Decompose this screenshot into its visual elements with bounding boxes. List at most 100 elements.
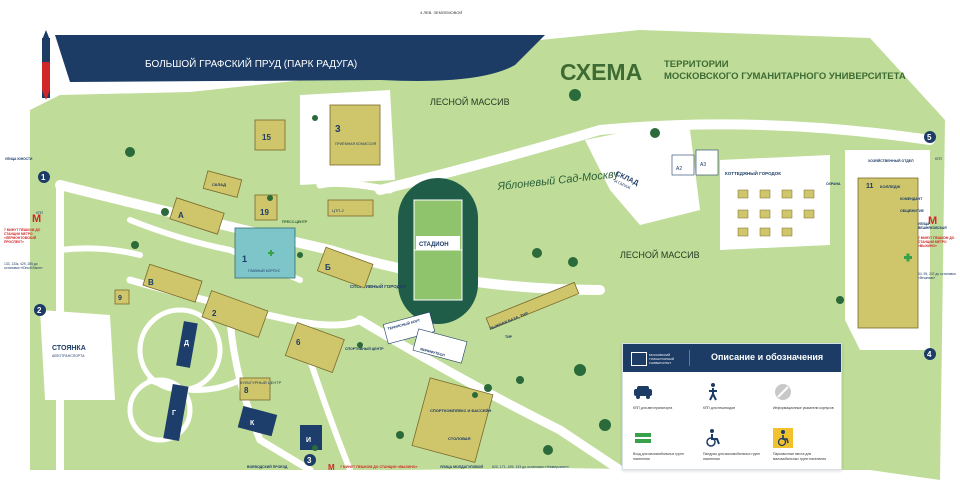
car-icon bbox=[634, 386, 652, 399]
entrance-2-marker[interactable] bbox=[34, 304, 46, 316]
warehouse-zone bbox=[585, 125, 700, 225]
pond-banner bbox=[55, 35, 545, 82]
forest-label-2: ЛЕСНОЙ МАССИВ bbox=[620, 249, 700, 260]
building-9[interactable] bbox=[114, 289, 130, 305]
building-d[interactable] bbox=[176, 321, 198, 368]
label-b1-name: ГЛАВНЫЙ КОРПУС bbox=[248, 269, 281, 273]
building-b[interactable] bbox=[316, 246, 374, 289]
label-gym: ТИР bbox=[505, 335, 513, 339]
label-minifootball: МИНИФУТБОЛ bbox=[420, 347, 446, 358]
parking-sub-label: АВТОТРАНСПОРТА bbox=[52, 354, 85, 358]
building-ski[interactable] bbox=[485, 281, 580, 330]
legend-item-entrance: Вход для маломобильных групп населения bbox=[629, 428, 695, 474]
entrance-5-label: 5 bbox=[927, 133, 932, 142]
building-labels: 3 ПРИЁМНАЯ КОМИССИЯ 15 19 СКЛАД А Б В 2 … bbox=[118, 124, 924, 444]
label-b: Б bbox=[325, 263, 331, 272]
label-b8: 8 bbox=[244, 386, 249, 395]
wheelchair-icon bbox=[706, 429, 720, 447]
legend-item-car: КПП для автотранспорта bbox=[629, 382, 695, 428]
label-campus-dept: ХОЗЯЙСТВЕННЫЙ ОТДЕЛ bbox=[868, 159, 914, 163]
entrances: 1 2 3 4 5 bbox=[34, 131, 936, 466]
building-15[interactable] bbox=[254, 119, 286, 151]
building-sport[interactable] bbox=[411, 377, 494, 463]
parking-label: СТОЯНКА bbox=[52, 345, 86, 352]
compass-south bbox=[42, 62, 50, 90]
legend-text-entrance: Вход для маломобильных групп населения bbox=[633, 452, 684, 461]
label-press: ПРЕСС-ЦЕНТР bbox=[282, 220, 308, 224]
label-sport-center: СПОРТИВНЫЙ ЦЕНТР bbox=[345, 347, 384, 351]
label-b3-name: ПРИЁМНАЯ КОМИССИЯ bbox=[335, 142, 377, 146]
building-i[interactable] bbox=[300, 425, 322, 450]
legend-text-car: КПП для автотранспорта bbox=[633, 406, 673, 410]
label-b9: 9 bbox=[118, 295, 122, 302]
kpp-label-right: КПП bbox=[935, 157, 943, 161]
right-metro-note: 7 МИНУТ ПЕШКОМ ДО СТАНЦИИ МЕТРО «ВЫХИНО» bbox=[918, 236, 955, 248]
legend-item-parking: Парковочные места для маломобильных груп… bbox=[769, 428, 835, 474]
right-bus-note-wrap: 64, 95, 247 до остановки «Вешняки» bbox=[918, 272, 956, 280]
building-8[interactable] bbox=[239, 377, 271, 401]
building-court[interactable] bbox=[382, 311, 436, 345]
entrance-5-marker[interactable] bbox=[924, 131, 936, 143]
road-label-top: 4 ЛЕВ. ЗЕМЛЕМОВОЙ bbox=[420, 10, 462, 15]
metro-icon-bottom: M bbox=[328, 463, 335, 472]
north-arrow-icon bbox=[42, 30, 50, 40]
label-b2: 2 bbox=[212, 309, 217, 318]
left-bus-note-wrap: 133, 133к, 429, 285 до остановки «Юный В… bbox=[4, 262, 43, 270]
trees bbox=[125, 89, 844, 455]
right-bus-note: 64, 95, 247 до остановки «Вешняки» bbox=[918, 272, 956, 280]
building-minifootball[interactable] bbox=[412, 328, 468, 364]
label-d: Д bbox=[184, 340, 189, 347]
map-title: СХЕМА bbox=[560, 59, 642, 85]
cottages bbox=[737, 189, 815, 237]
equal-icon bbox=[635, 433, 651, 443]
building-warehouse-small[interactable] bbox=[202, 170, 243, 198]
label-guard: ОХРАНА bbox=[826, 182, 841, 186]
label-a2: А2 bbox=[676, 166, 682, 172]
label-a3: А3 bbox=[700, 162, 706, 168]
label-b15: 15 bbox=[262, 133, 271, 142]
legend-item-sign: Информационные указатели корпусов bbox=[769, 382, 835, 428]
building-k[interactable] bbox=[237, 405, 278, 437]
label-g: Г bbox=[172, 410, 176, 417]
entrance-3-marker[interactable] bbox=[304, 454, 316, 466]
building-11[interactable] bbox=[857, 177, 919, 329]
buildings-blue bbox=[163, 321, 322, 450]
wheelchair-parking-icon bbox=[773, 428, 793, 448]
building-a3[interactable] bbox=[695, 149, 719, 176]
label-b1: 1 bbox=[242, 254, 247, 264]
label-sport: СПОРТКОМПЛЕКС И БАССЕЙН bbox=[430, 408, 491, 413]
label-a: А bbox=[178, 211, 184, 220]
building-g[interactable] bbox=[163, 384, 189, 441]
building-a[interactable] bbox=[169, 197, 225, 235]
entrance-4-marker[interactable] bbox=[924, 348, 936, 360]
entrance-4-label: 4 bbox=[927, 350, 932, 359]
kpp-label-left: КПП bbox=[36, 211, 44, 215]
plaza-ring-2 bbox=[127, 377, 193, 443]
building-19[interactable] bbox=[254, 194, 278, 221]
label-b11: 11 bbox=[866, 183, 874, 190]
bottom-metro-note: 7 МИНУТ ПЕШКОМ ДО СТАНЦИИ «ВЫХИНО» bbox=[340, 465, 417, 469]
legend-text-ramp: Пандусы для маломобильных групп населени… bbox=[703, 452, 760, 461]
metro-icon-left: M bbox=[32, 213, 41, 225]
label-sklad: СКЛАД bbox=[212, 182, 226, 187]
building-1-main[interactable] bbox=[234, 227, 296, 279]
building-a2[interactable] bbox=[671, 154, 695, 176]
entrance-plus-v bbox=[906, 253, 910, 262]
building-3[interactable] bbox=[329, 104, 381, 166]
legend-text-pedestrian: КПП для пешеходов bbox=[703, 406, 735, 410]
logo-text: МОСКОВСКИЙ ГУМАНИТАРНЫЙ УНИВЕРСИТЕТ bbox=[649, 353, 675, 365]
south-arrow-icon bbox=[42, 90, 50, 100]
sports-town-label: СПОРТИВНЫЙ ГОРОДОК bbox=[350, 282, 406, 289]
legend-item-pedestrian: КПП для пешеходов bbox=[699, 382, 765, 428]
parking-zone bbox=[40, 310, 115, 400]
cottage-zone bbox=[720, 155, 830, 250]
entrance-1-marker[interactable] bbox=[38, 171, 50, 183]
building-2[interactable] bbox=[201, 290, 269, 338]
label-ctp: ЦТП-2 bbox=[332, 208, 345, 213]
bottom-bus-note: 620, 171, 495, 133 до остановки «Универс… bbox=[492, 465, 569, 469]
metro-icon-right: M bbox=[928, 215, 937, 227]
building-v[interactable] bbox=[142, 263, 203, 303]
label-security-office: КОМЕНДАНТ bbox=[900, 197, 923, 201]
building-ctp[interactable] bbox=[327, 199, 374, 217]
building-6[interactable] bbox=[284, 321, 345, 373]
